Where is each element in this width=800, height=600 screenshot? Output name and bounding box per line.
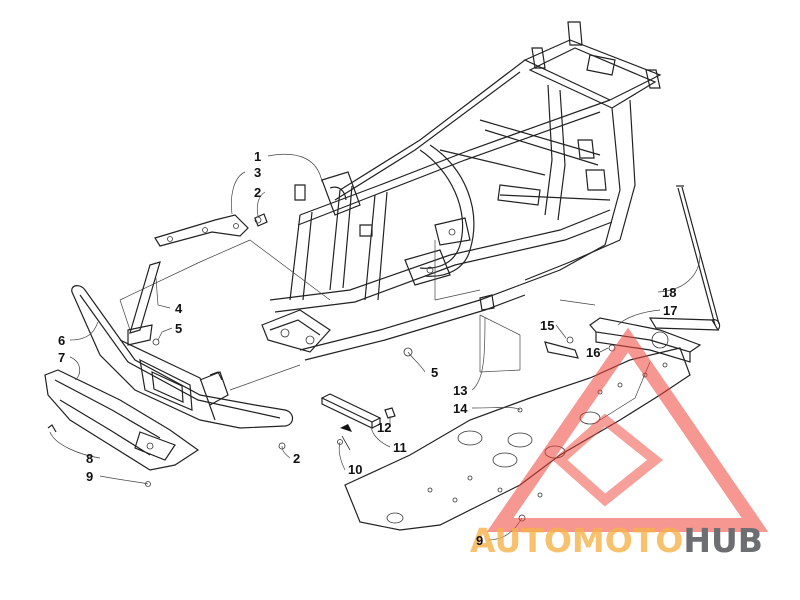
callout-16: 16 bbox=[586, 345, 600, 360]
callouts: 1 3 2 4 5 6 7 8 9 2 5 10 11 12 13 14 15 … bbox=[58, 149, 677, 548]
front-rack-brace bbox=[154, 213, 268, 247]
callout-7: 7 bbox=[58, 350, 65, 365]
callout-1: 1 bbox=[254, 149, 261, 164]
watermark-text-part2: HUB bbox=[683, 521, 763, 560]
callout-4: 4 bbox=[175, 301, 183, 316]
callout-15: 15 bbox=[540, 318, 554, 333]
brace-rod bbox=[676, 185, 720, 326]
watermark-text: AUTOMOTOHUB bbox=[470, 521, 763, 560]
front-skid-guard bbox=[44, 369, 200, 471]
callout-6: 6 bbox=[58, 333, 65, 348]
main-frame bbox=[261, 21, 662, 361]
callout-5-lower: 5 bbox=[431, 365, 438, 380]
watermark-text-part1: AUTOMOTO bbox=[470, 521, 683, 560]
callout-14: 14 bbox=[453, 401, 468, 416]
callout-9: 9 bbox=[86, 469, 93, 484]
callout-8: 8 bbox=[86, 451, 93, 466]
callout-2-lower: 2 bbox=[293, 451, 300, 466]
bumper-brace bbox=[127, 261, 161, 346]
callout-11: 11 bbox=[393, 440, 407, 455]
callout-3: 3 bbox=[254, 165, 261, 180]
callout-5: 5 bbox=[175, 321, 182, 336]
callout-17: 17 bbox=[663, 303, 677, 318]
callout-10: 10 bbox=[348, 462, 362, 477]
bracket-assembly bbox=[320, 393, 396, 451]
leader-lines bbox=[49, 153, 701, 541]
rear-bracket bbox=[544, 317, 721, 363]
projection-lines bbox=[119, 239, 596, 391]
callout-12: 12 bbox=[377, 420, 391, 435]
callout-2: 2 bbox=[254, 185, 261, 200]
automotohub-logo: AUTOMOTOHUB bbox=[470, 327, 769, 560]
callout-13: 13 bbox=[453, 383, 467, 398]
callout-18: 18 bbox=[662, 285, 676, 300]
callout-9-lower: 9 bbox=[476, 533, 483, 548]
front-bumper bbox=[71, 285, 294, 429]
